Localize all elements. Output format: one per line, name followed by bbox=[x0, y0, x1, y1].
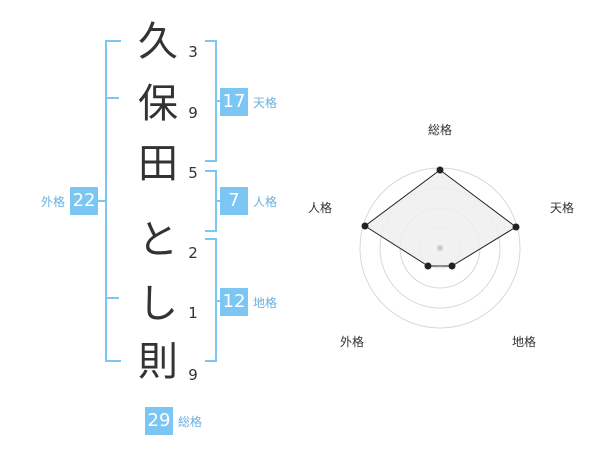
gaikaku-bracket-tick bbox=[105, 297, 119, 299]
radar-label-right: 天格 bbox=[550, 200, 574, 215]
tenkaku-value: 17 bbox=[220, 88, 248, 116]
stroke-count-1: 3 bbox=[188, 43, 198, 61]
radar-point-soukaku bbox=[436, 166, 444, 174]
radar-center-point bbox=[437, 245, 443, 251]
radar-label-top: 総格 bbox=[428, 122, 452, 137]
radar-point-chikaku bbox=[448, 262, 456, 270]
stroke-count-4: 2 bbox=[188, 244, 198, 262]
gaikaku-label: 外格 bbox=[41, 194, 66, 209]
name-char-3: 田 bbox=[138, 141, 178, 187]
jinkaku-bracket-connector bbox=[215, 200, 222, 202]
radar-label-bottom-right: 地格 bbox=[512, 334, 536, 349]
chikaku-bracket-connector bbox=[215, 300, 222, 302]
tenkaku-label: 天格 bbox=[253, 95, 278, 110]
gaikaku-bracket bbox=[105, 40, 121, 362]
chikaku-label: 地格 bbox=[253, 295, 278, 310]
stroke-count-5: 1 bbox=[188, 304, 198, 322]
radar-point-gaikaku bbox=[424, 262, 432, 270]
jinkaku-label: 人格 bbox=[253, 194, 278, 209]
radar-point-jinkaku bbox=[361, 222, 369, 230]
gaikaku-bracket-tick bbox=[105, 97, 119, 99]
name-char-1: 久 bbox=[138, 19, 178, 65]
stroke-count-2: 9 bbox=[188, 104, 198, 122]
gaikaku-value: 22 bbox=[70, 187, 99, 215]
soukaku-value: 29 bbox=[145, 407, 173, 435]
name-char-5: し bbox=[138, 281, 178, 327]
radar-point-tenkaku bbox=[512, 223, 520, 231]
jinkaku-badge: 7 人格 bbox=[220, 187, 282, 215]
name-char-2: 保 bbox=[138, 81, 178, 127]
name-char-6: 則 bbox=[138, 339, 178, 385]
tenkaku-bracket-connector bbox=[215, 100, 222, 102]
jinkaku-value: 7 bbox=[220, 187, 248, 215]
radar-label-bottom-left: 外格 bbox=[340, 334, 364, 349]
chikaku-badge: 12 地格 bbox=[220, 288, 282, 316]
stroke-count-3: 5 bbox=[188, 164, 198, 182]
gaikaku-badge: 外格 22 bbox=[36, 187, 99, 215]
radar-label-left: 人格 bbox=[308, 200, 332, 215]
stroke-count-6: 9 bbox=[188, 366, 198, 384]
name-char-4: と bbox=[138, 217, 178, 263]
gaikaku-bracket-connector bbox=[98, 200, 105, 202]
soukaku-label: 総格 bbox=[178, 414, 203, 429]
tenkaku-badge: 17 天格 bbox=[220, 88, 282, 116]
soukaku-badge: 29 総格 bbox=[145, 407, 207, 435]
chikaku-value: 12 bbox=[220, 288, 248, 316]
radar-polygon bbox=[364, 169, 517, 267]
